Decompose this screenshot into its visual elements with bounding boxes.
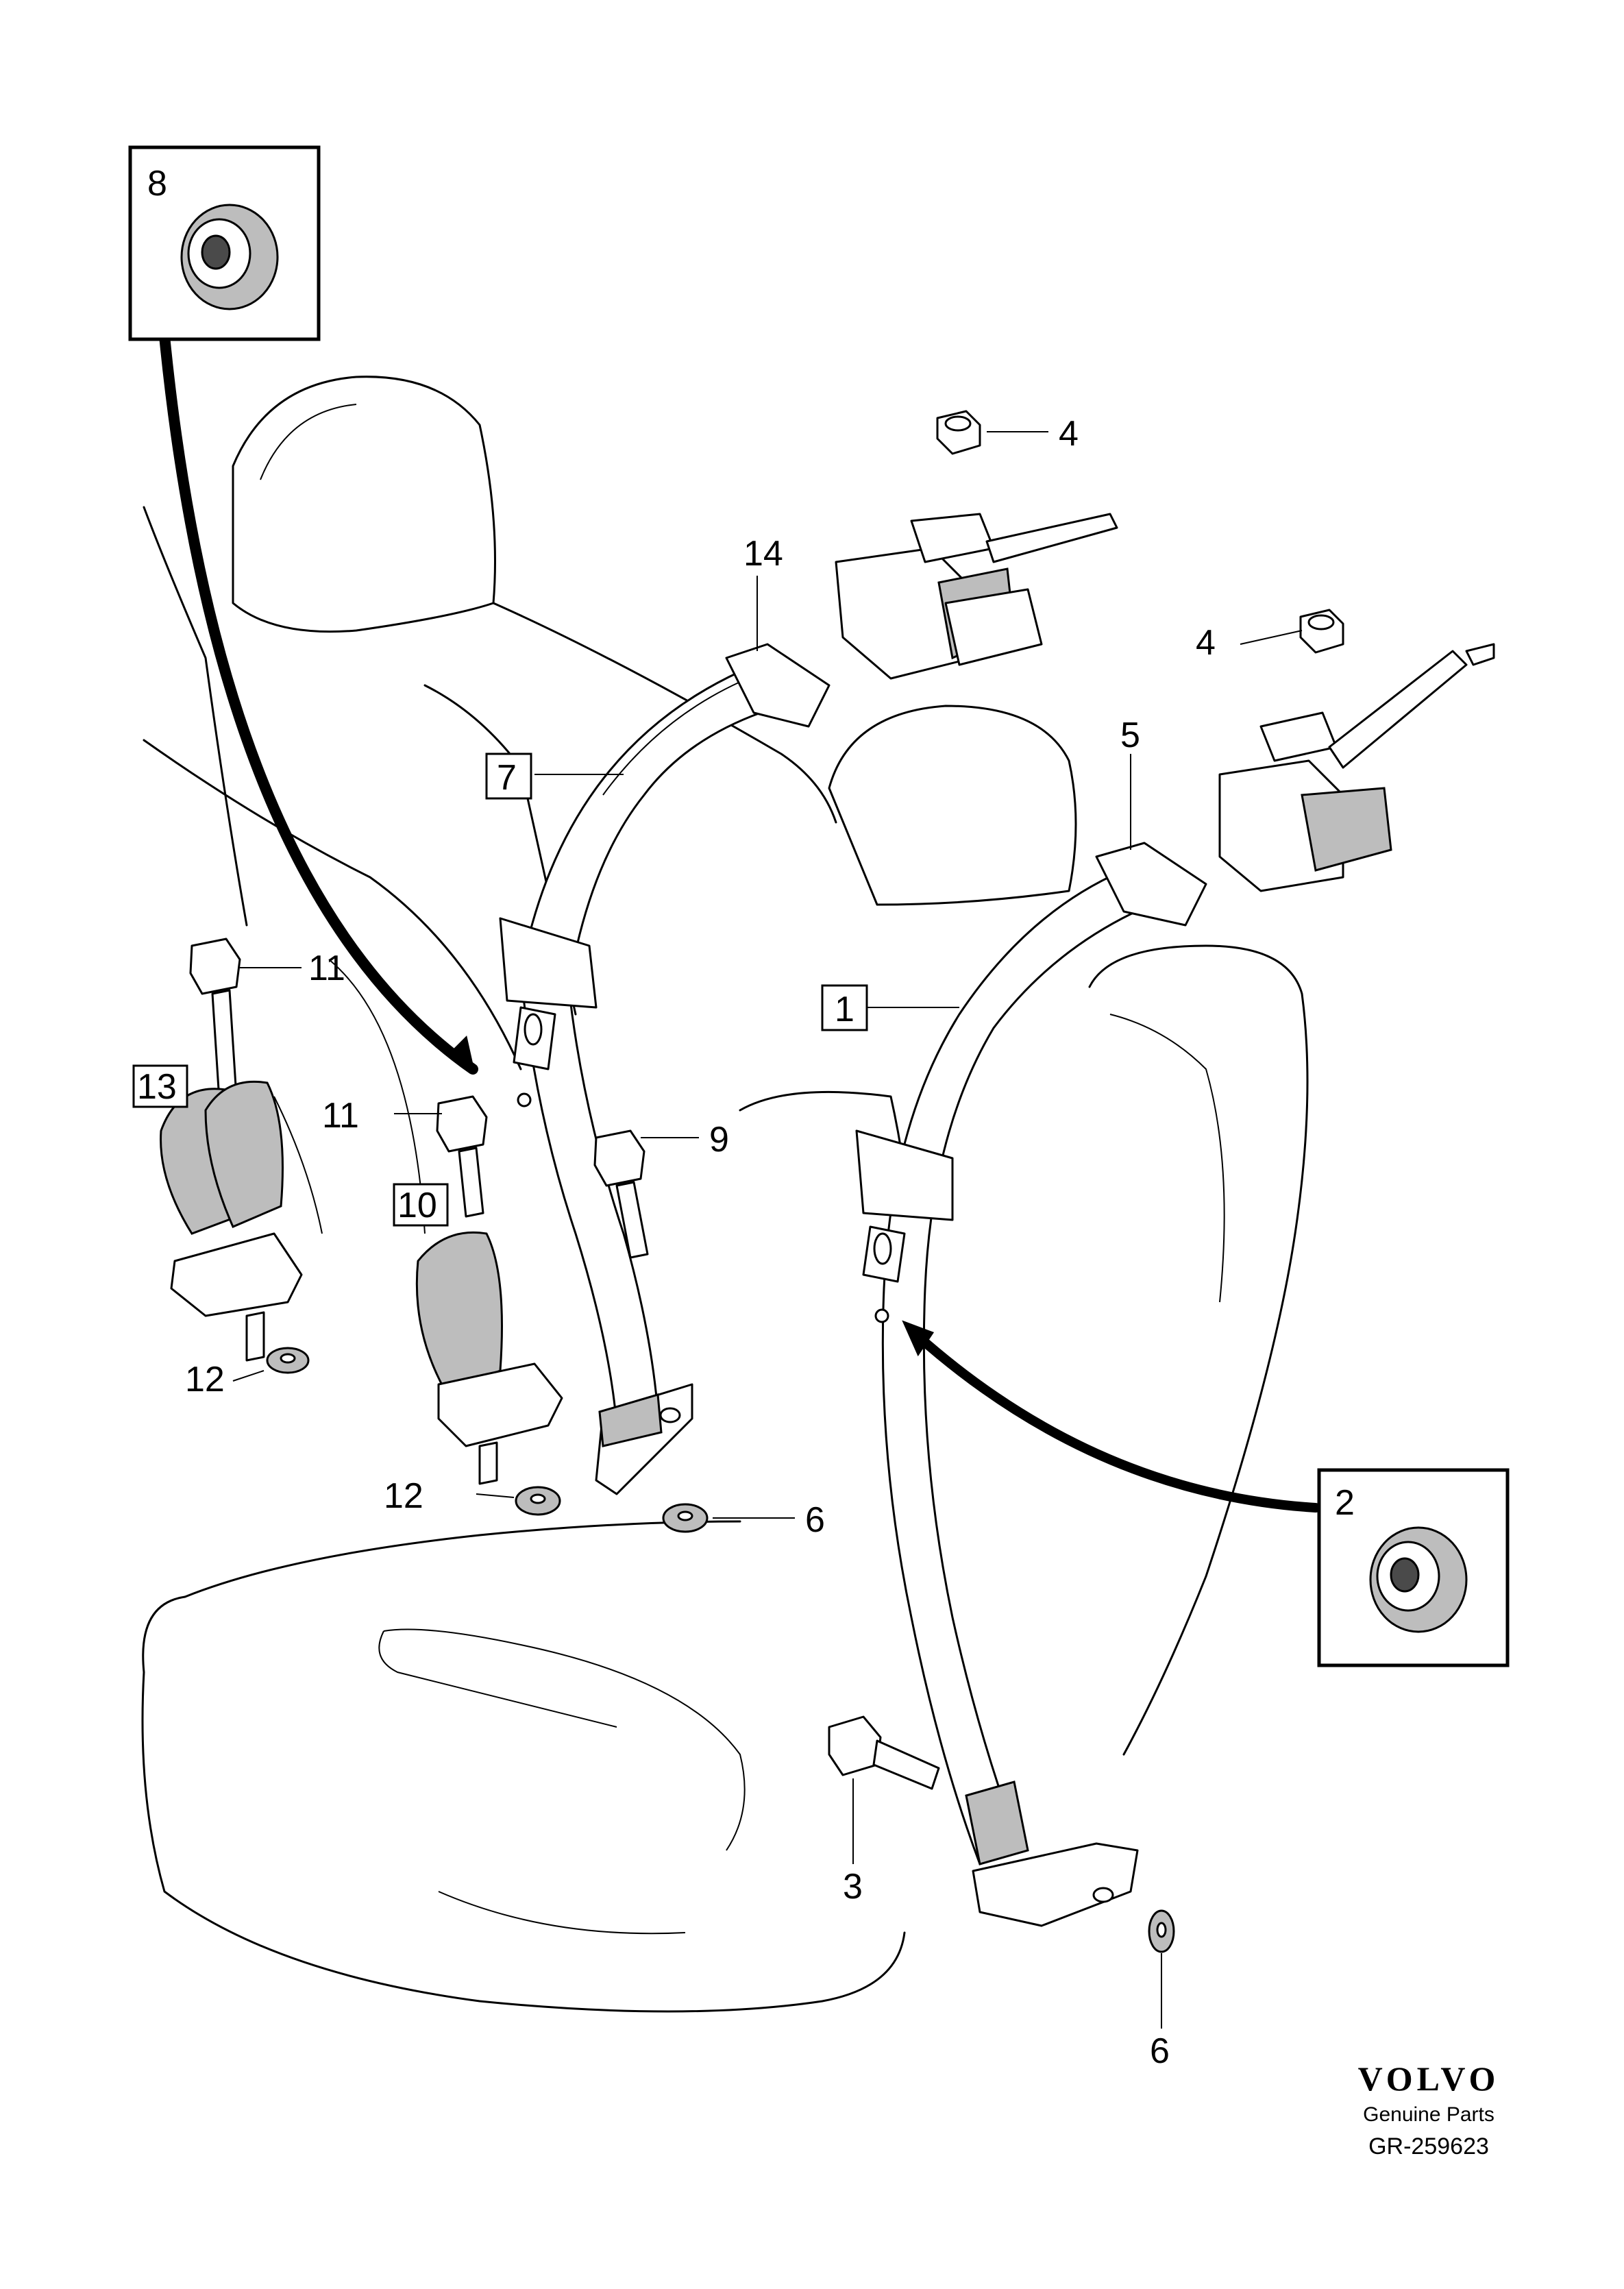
volvo-logo: VOLVO <box>1358 2059 1500 2098</box>
callout-6-right: 6 <box>1150 2031 1170 2071</box>
callout-10-box <box>393 1183 449 1227</box>
callout-6-center: 6 <box>805 1500 825 1540</box>
callout-10: 10 <box>397 1186 437 1225</box>
callout-12-center: 12 <box>384 1476 423 1516</box>
inset-box-8 <box>128 145 321 341</box>
seat-cushion-outline <box>141 1520 906 2013</box>
bolt-9 <box>593 1129 649 1259</box>
arrow-8-to-belt <box>159 330 478 1075</box>
callout-2: 2 <box>1335 1483 1355 1523</box>
callout-13-box <box>132 1064 188 1108</box>
washer-6-right <box>1148 1909 1175 1953</box>
callout-11-center: 11 <box>322 1096 359 1136</box>
callout-4-upper: 4 <box>1059 414 1079 454</box>
buckle-13-double <box>160 1080 303 1362</box>
callout-1-box <box>821 984 868 1031</box>
right-belt-assembly <box>855 842 1207 1927</box>
callout-9: 9 <box>709 1120 729 1160</box>
callout-12-left: 12 <box>185 1360 225 1399</box>
washer-12-center <box>515 1486 561 1516</box>
left-retractor <box>835 513 1118 680</box>
bolt-11-left <box>189 938 241 1101</box>
left-belt-assembly <box>499 643 831 1495</box>
callout-7-box <box>485 752 532 800</box>
right-retractor <box>1218 643 1495 892</box>
callout-7: 7 <box>497 758 517 798</box>
callout-1: 1 <box>835 990 854 1029</box>
nut-4-right <box>1299 609 1344 654</box>
bolt-3 <box>828 1715 940 1790</box>
callout-4-lower: 4 <box>1196 623 1216 663</box>
inset-box-2 <box>1317 1468 1510 1667</box>
washer-6-center <box>662 1503 709 1533</box>
bolt-11-center <box>436 1095 488 1218</box>
callout-14: 14 <box>743 534 783 574</box>
arrow-8-head <box>446 1036 475 1072</box>
washer-12-left <box>266 1347 310 1374</box>
callout-5: 5 <box>1120 715 1140 755</box>
arrow-2-to-belt <box>913 1332 1320 1513</box>
genuine-parts-label: Genuine Parts <box>1363 2103 1494 2126</box>
buckle-10-single <box>415 1231 563 1485</box>
leader-lines <box>232 431 1303 2029</box>
nut-4-left <box>936 410 981 455</box>
callout-8: 8 <box>147 164 167 204</box>
callout-3: 3 <box>843 1867 863 1907</box>
diagram-reference: GR-259623 <box>1368 2133 1489 2159</box>
callout-13: 13 <box>137 1067 177 1107</box>
right-seat-outline <box>739 705 1309 1756</box>
callout-11-left: 11 <box>308 948 345 988</box>
arrow-2-head <box>902 1320 935 1357</box>
